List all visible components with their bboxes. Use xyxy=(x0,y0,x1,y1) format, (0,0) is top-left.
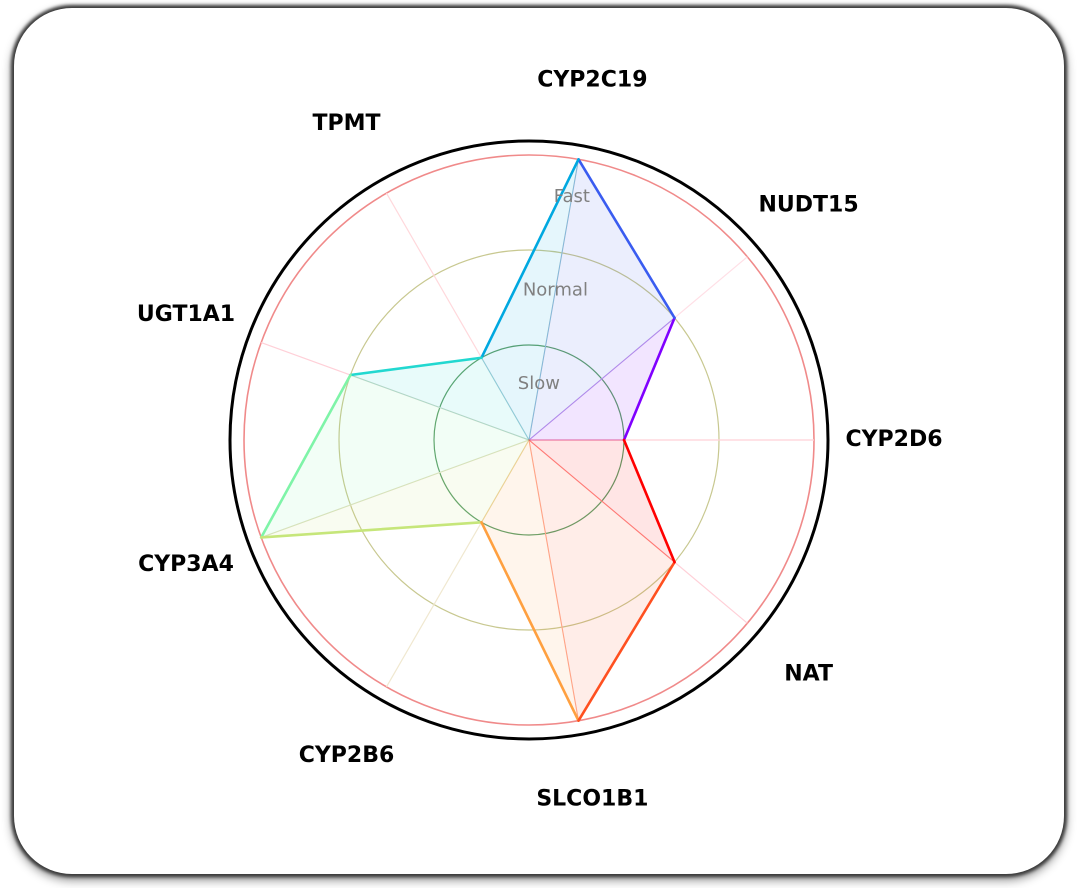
spoke-CYP2C19 xyxy=(528,159,580,441)
axis-label-ugt1a1: UGT1A1 xyxy=(137,302,235,327)
axis-label-nudt15: NUDT15 xyxy=(759,192,859,217)
axis-label-tpmt: TPMT xyxy=(312,111,380,136)
axis-label-cyp3a4: CYP3A4 xyxy=(138,552,234,577)
spoke-NUDT15 xyxy=(528,256,748,441)
axis-label-slco1b1: SLCO1B1 xyxy=(536,786,648,811)
edge-CYP3A4 xyxy=(259,520,483,539)
axis-label-cyp2b6: CYP2B6 xyxy=(299,743,395,768)
ring-label-slow: Slow xyxy=(518,373,560,394)
edge-CYP2C19 xyxy=(480,158,580,360)
spoke-UGT1A1 xyxy=(260,341,530,441)
spoke-TPMT xyxy=(385,192,530,441)
ring-label-normal: Normal xyxy=(523,279,588,300)
axis-label-cyp2c19: CYP2C19 xyxy=(537,68,647,93)
edge-SLCO1B1 xyxy=(577,560,676,722)
axis-label-cyp2d6: CYP2D6 xyxy=(845,427,942,452)
axis-label-nat: NAT xyxy=(784,662,833,687)
spoke-NAT xyxy=(528,439,748,624)
spoke-CYP3A4 xyxy=(260,439,530,539)
edge-UGT1A1 xyxy=(259,373,352,539)
edge-TPMT xyxy=(349,356,483,377)
edge-NAT xyxy=(622,438,676,564)
spoke-CYP2B6 xyxy=(385,439,530,688)
edge-CYP2B6 xyxy=(480,520,580,722)
edge-NUDT15 xyxy=(577,158,676,320)
edge-CYP2D6 xyxy=(622,316,676,442)
ring-label-fast: Fast xyxy=(554,186,590,207)
spoke-SLCO1B1 xyxy=(528,439,580,721)
outer-frame xyxy=(228,139,830,741)
